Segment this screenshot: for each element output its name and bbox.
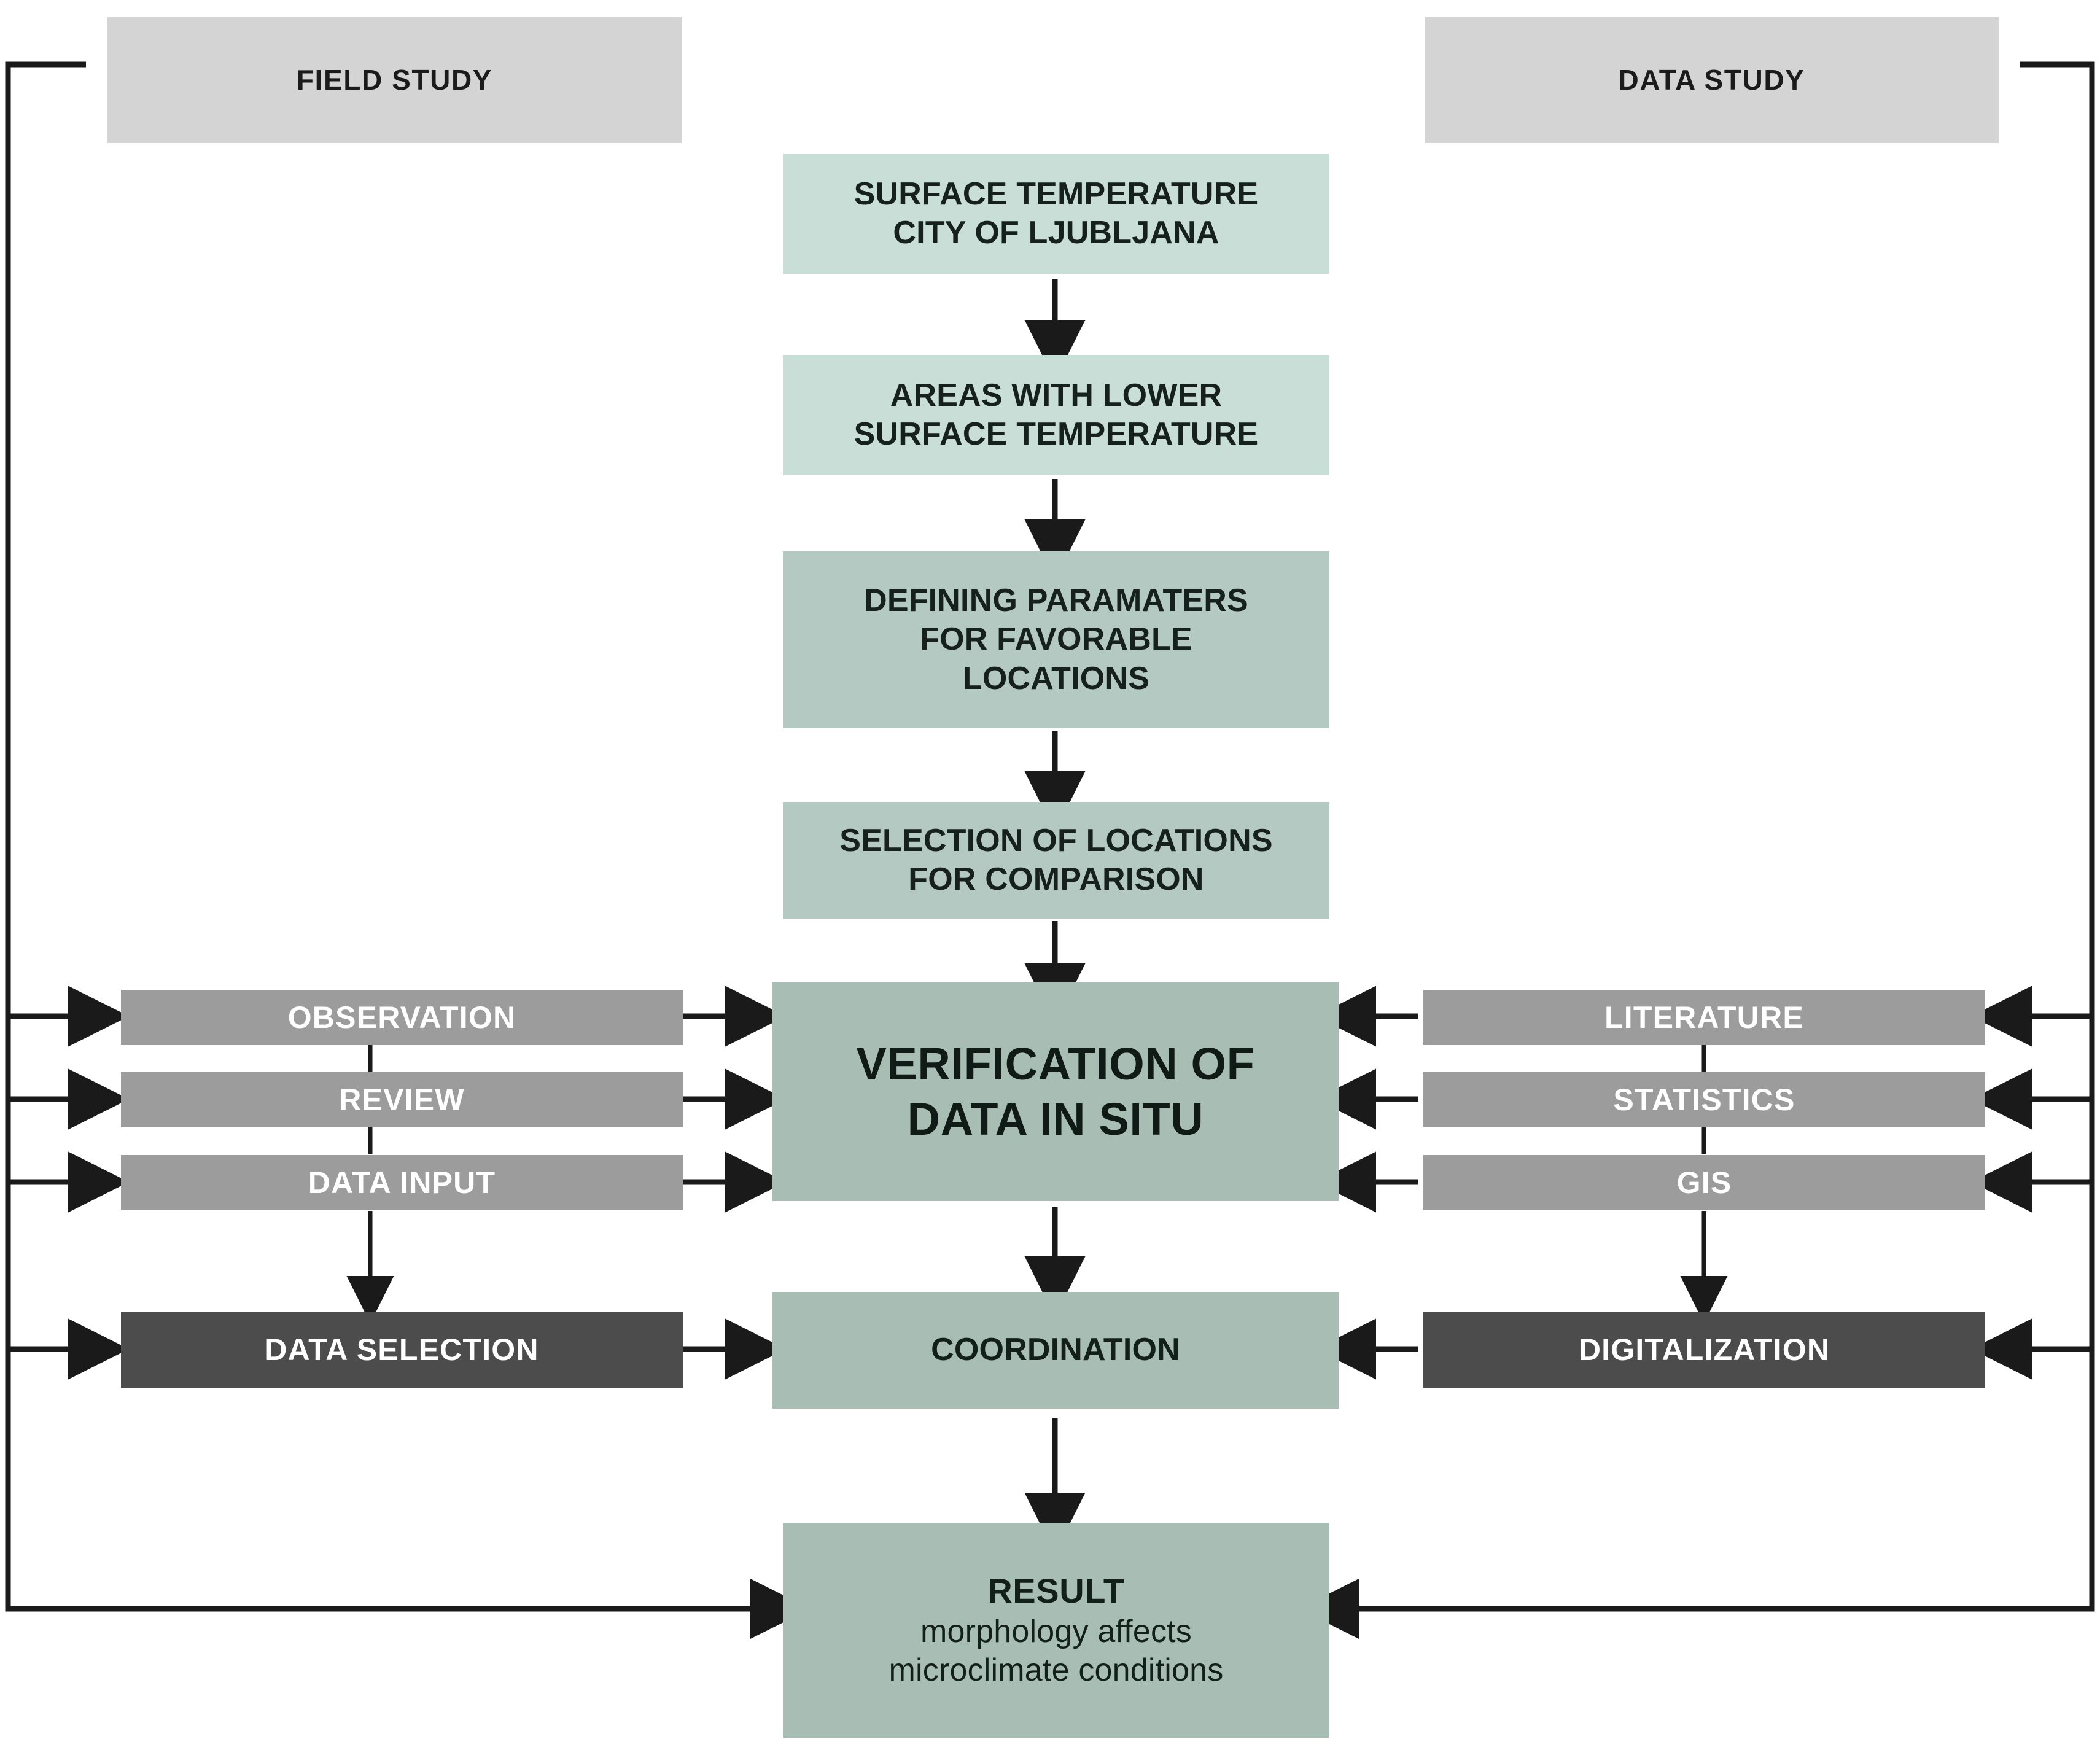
selection-locations-line-2: FOR COMPARISON: [908, 861, 1204, 897]
node-gis: GIS: [1423, 1155, 1985, 1210]
data-input-label: DATA INPUT: [308, 1165, 496, 1200]
right-spine-feeders: [1971, 986, 2092, 1380]
node-review: REVIEW: [121, 1072, 683, 1127]
node-coordination: COORDINATION: [772, 1292, 1339, 1409]
verification-line-2: DATA IN SITU: [907, 1094, 1204, 1145]
observation-label: OBSERVATION: [287, 1000, 516, 1035]
left-spine-feeders: [8, 986, 129, 1380]
node-statistics: STATISTICS: [1423, 1072, 1985, 1127]
node-lower-surface-temperature: AREAS WITH LOWER SURFACE TEMPERATURE: [783, 355, 1329, 475]
node-observation: OBSERVATION: [121, 990, 683, 1045]
node-surface-temperature: SURFACE TEMPERATURE CITY OF LJUBLJANA: [783, 154, 1329, 274]
node-defining-parameters: DEFINING PARAMATERS FOR FAVORABLE LOCATI…: [783, 551, 1329, 728]
section-header-field-study: FIELD STUDY: [107, 17, 682, 143]
node-digitalization: DIGITALIZATION: [1423, 1312, 1985, 1388]
lower-temperature-line-2: SURFACE TEMPERATURE: [854, 416, 1259, 452]
node-verification-of-data-in-situ: VERIFICATION OF DATA IN SITU: [772, 982, 1339, 1201]
defining-parameters-line-3: LOCATIONS: [962, 660, 1150, 696]
data-selection-label: DATA SELECTION: [265, 1332, 539, 1367]
result-line-2: microclimate conditions: [889, 1652, 1224, 1689]
node-data-selection: DATA SELECTION: [121, 1312, 683, 1388]
field-study-label: FIELD STUDY: [296, 64, 493, 96]
review-label: REVIEW: [339, 1082, 465, 1117]
result-line-1: morphology affects: [920, 1613, 1192, 1649]
node-result: RESULT morphology affects microclimate c…: [783, 1523, 1329, 1738]
surface-temperature-line-2: CITY OF LJUBLJANA: [893, 215, 1219, 251]
node-literature: LITERATURE: [1423, 990, 1985, 1045]
node-data-input: DATA INPUT: [121, 1155, 683, 1210]
result-title: RESULT: [987, 1571, 1125, 1611]
node-selection-of-locations: SELECTION OF LOCATIONS FOR COMPARISON: [783, 802, 1329, 919]
statistics-label: STATISTICS: [1613, 1082, 1795, 1117]
verification-line-1: VERIFICATION OF: [856, 1038, 1255, 1089]
surface-temperature-line-1: SURFACE TEMPERATURE: [854, 176, 1259, 212]
lower-temperature-line-1: AREAS WITH LOWER: [890, 377, 1223, 413]
selection-locations-line-1: SELECTION OF LOCATIONS: [839, 822, 1273, 858]
left-to-verification: [683, 986, 786, 1380]
literature-label: LITERATURE: [1604, 1000, 1804, 1035]
defining-parameters-line-2: FOR FAVORABLE: [920, 621, 1192, 658]
data-study-label: DATA STUDY: [1618, 64, 1805, 96]
right-to-verification: [1315, 986, 1418, 1380]
digitalization-label: DIGITALIZATION: [1578, 1332, 1830, 1367]
gis-label: GIS: [1676, 1165, 1732, 1200]
defining-parameters-line-1: DEFINING PARAMATERS: [864, 582, 1248, 618]
section-header-data-study: DATA STUDY: [1425, 17, 1999, 143]
coordination-label: COORDINATION: [931, 1332, 1180, 1368]
